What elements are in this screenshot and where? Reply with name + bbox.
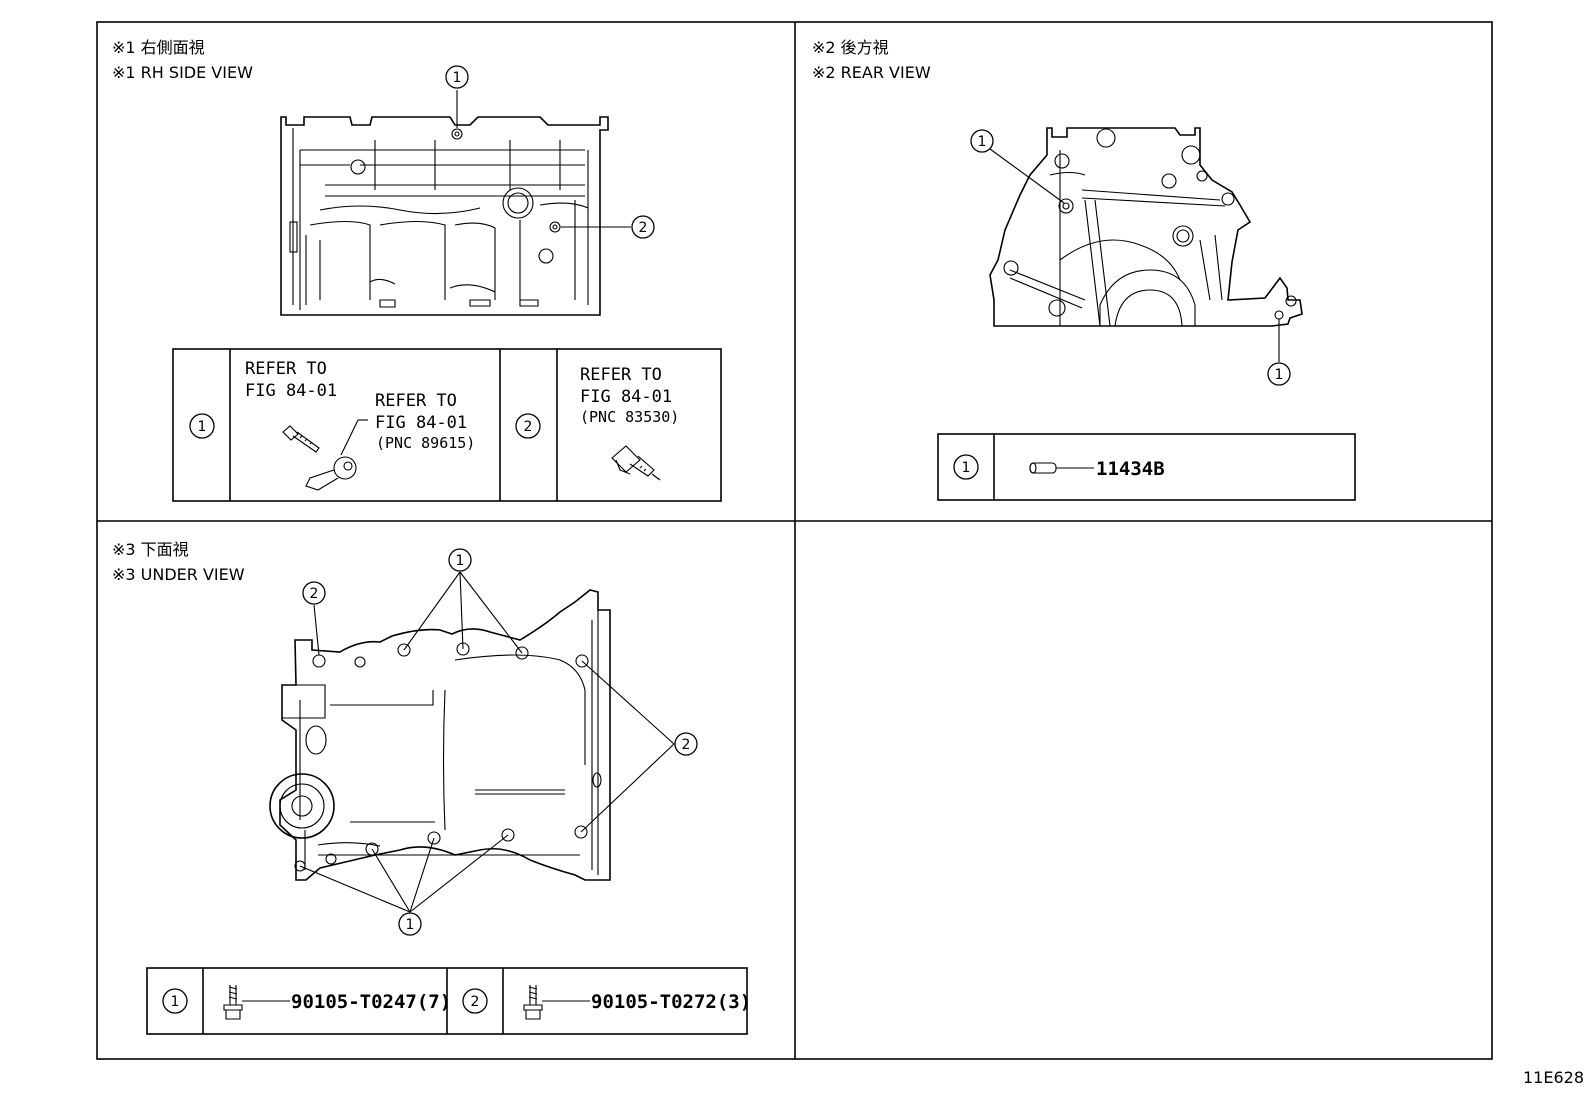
- rear-legend-part-no: 11434B: [1096, 458, 1165, 480]
- svg-text:1: 1: [406, 917, 415, 933]
- under-callout-2-top-left: 2: [302, 581, 326, 656]
- under-title-jp: ※3 下面視: [112, 540, 189, 559]
- rear-callout-1-bottom: 1: [1267, 319, 1291, 386]
- rear-legend: 1 11434B: [937, 433, 1356, 501]
- rear-title-en: ※2 REAR VIEW: [812, 63, 931, 82]
- legend-item-2-ref-line1: REFER TO: [580, 365, 662, 385]
- legend-item-1-ref-b-pnc: (PNC 89615): [376, 434, 475, 452]
- svg-text:1: 1: [978, 134, 987, 150]
- engine-block-rear-drawing: [989, 127, 1303, 327]
- svg-text:1: 1: [962, 460, 971, 476]
- straight-pin-icon: [1029, 462, 1094, 474]
- svg-text:2: 2: [471, 994, 480, 1010]
- engine-block-under-drawing: [269, 589, 611, 881]
- rh-side-title-jp: ※1 右側面視: [112, 38, 205, 57]
- rh-side-legend: 1 REFER TO FIG 84-01 REFER TO FIG 84-01 …: [172, 348, 722, 502]
- diagram-frame: [96, 21, 1493, 1060]
- rear-view: ※2 後方視 ※2 REAR VIEW: [812, 38, 1356, 501]
- knock-sensor-icon: [305, 419, 368, 491]
- rh-side-callout-1: 1: [445, 65, 469, 128]
- rh-side-title-en: ※1 RH SIDE VIEW: [112, 63, 253, 82]
- under-legend-item-2-number: 2: [462, 988, 488, 1014]
- under-callout-1-bottom: 1: [299, 834, 509, 936]
- legend-item-2-ref-pnc: (PNC 83530): [580, 408, 679, 426]
- svg-text:2: 2: [639, 220, 648, 236]
- flange-bolt-icon: [523, 985, 590, 1020]
- svg-text:1: 1: [171, 994, 180, 1010]
- svg-text:1: 1: [456, 553, 465, 569]
- under-callout-1-top: 1: [403, 548, 523, 654]
- flange-bolt-icon: [223, 985, 290, 1020]
- oil-pressure-switch-icon: [611, 445, 661, 481]
- diagram-id: 11E628: [1523, 1068, 1584, 1087]
- svg-text:1: 1: [198, 419, 207, 435]
- engine-block-side-drawing: [280, 116, 609, 316]
- under-callout-2-right: 2: [580, 660, 698, 833]
- legend-item-1-ref-a-line1: REFER TO: [245, 359, 327, 379]
- legend-item-1-ref-a-line2: FIG 84-01: [245, 381, 337, 401]
- svg-text:1: 1: [453, 70, 462, 86]
- legend-item-2-number: 2: [515, 413, 541, 439]
- under-legend-item-2-part-no: 90105-T0272(3): [591, 991, 751, 1013]
- legend-item-1-ref-b-line1: REFER TO: [375, 391, 457, 411]
- rh-side-view: ※1 右側面視 ※1 RH SIDE VIEW: [112, 38, 722, 502]
- rear-legend-item-1-number: 1: [953, 454, 979, 480]
- svg-text:1: 1: [1275, 367, 1284, 383]
- svg-text:2: 2: [682, 737, 691, 753]
- legend-item-1-number: 1: [189, 413, 215, 439]
- svg-text:2: 2: [310, 586, 319, 602]
- bolt-icon: [282, 425, 320, 453]
- rear-callout-1-top: 1: [970, 129, 1065, 204]
- svg-text:2: 2: [524, 419, 533, 435]
- under-view: ※3 下面視 ※3 UNDER VIEW: [112, 540, 751, 1035]
- under-legend-item-1-number: 1: [162, 988, 188, 1014]
- under-legend-item-1-part-no: 90105-T0247(7): [291, 991, 451, 1013]
- legend-item-2-ref-line2: FIG 84-01: [580, 387, 672, 407]
- rear-title-jp: ※2 後方視: [812, 38, 889, 57]
- rh-side-callout-2: 2: [561, 215, 655, 239]
- under-legend: 1 90105-T0247(7) 2 90105-T0272(: [146, 967, 751, 1035]
- under-title-en: ※3 UNDER VIEW: [112, 565, 245, 584]
- legend-item-1-ref-b-line2: FIG 84-01: [375, 413, 467, 433]
